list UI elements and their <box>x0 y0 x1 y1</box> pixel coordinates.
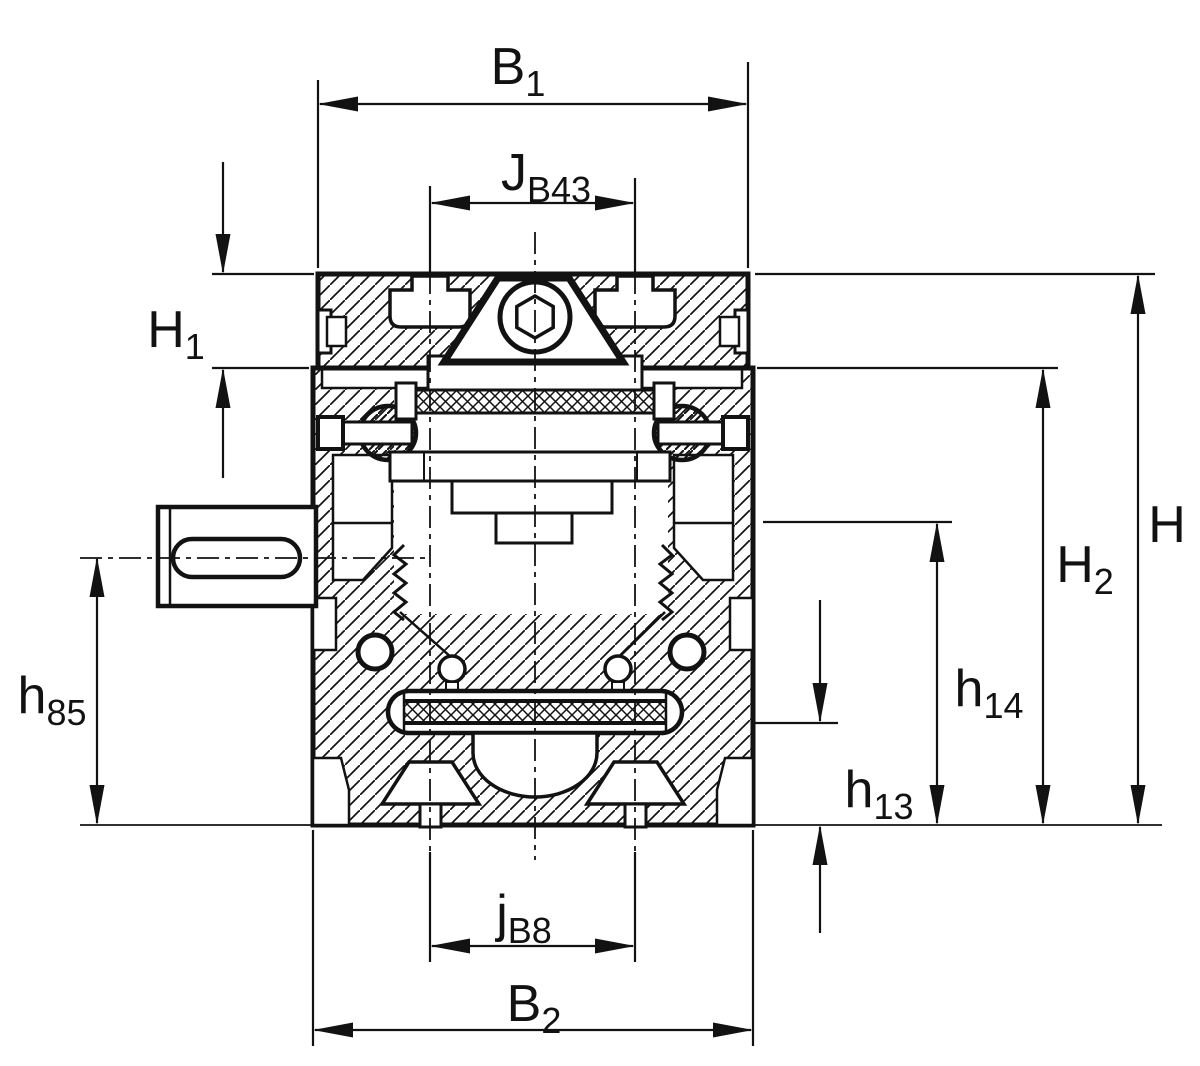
arrow <box>713 1022 753 1038</box>
lube-port-right <box>667 632 707 672</box>
dimension-b2 <box>311 830 755 1046</box>
screw-shaft-right <box>656 420 732 446</box>
foot-notch-right <box>715 756 755 827</box>
grease-nipple-left <box>437 654 467 684</box>
arrow <box>1130 785 1146 825</box>
arrow <box>1035 368 1051 408</box>
arrow <box>215 368 231 408</box>
bottom-t-slots <box>378 731 688 829</box>
label-jb43: JB43 <box>501 144 591 210</box>
screw-shaft-left <box>338 420 414 446</box>
dimension-jb8 <box>428 852 637 962</box>
label-h1: H1 <box>147 301 205 367</box>
nut-hub <box>494 511 574 545</box>
dimension-jb43 <box>428 178 637 272</box>
dimension-h2 <box>757 366 1058 825</box>
edge-notch-right <box>728 596 755 652</box>
label-h14: h14 <box>955 660 1024 726</box>
drive-shaft <box>155 504 319 609</box>
arrow <box>1130 274 1146 314</box>
dimension-labels: B1 JB43 H1 h85 jB8 B2 h13 h14 H2 H <box>18 38 1186 1041</box>
cavity-slope-right <box>617 611 666 659</box>
arrow <box>89 785 105 825</box>
dimension-h <box>755 272 1155 825</box>
dimension-h14 <box>763 520 952 825</box>
arrow <box>313 1022 353 1038</box>
carriage-section <box>315 271 751 392</box>
arrow <box>215 234 231 274</box>
arrow <box>318 96 358 112</box>
arrow <box>1035 785 1051 825</box>
grease-nipple-right <box>603 654 633 684</box>
upper-belt-end-right <box>652 381 676 421</box>
dimension-h1 <box>212 162 314 478</box>
arrow <box>595 938 635 954</box>
arrow <box>812 825 828 865</box>
label-h85: h85 <box>18 667 87 733</box>
arrow <box>595 195 635 211</box>
arrow <box>929 522 945 562</box>
upper-belt-end-left <box>394 381 418 421</box>
foot-notch-left <box>311 756 351 827</box>
lube-port-left <box>355 632 395 672</box>
nut-block <box>450 479 614 515</box>
label-h2: H2 <box>1056 536 1114 602</box>
edge-notch-left <box>311 596 338 652</box>
centerlines <box>80 232 636 860</box>
dimension-b1 <box>316 62 750 268</box>
dimension-h85 <box>89 557 105 825</box>
arrow <box>89 557 105 597</box>
label-b1: B1 <box>491 38 546 104</box>
screw-head-right <box>721 415 750 451</box>
arrow <box>430 938 470 954</box>
nut-plate <box>388 450 672 483</box>
dimension-lines <box>80 62 1162 1046</box>
arrow <box>430 195 470 211</box>
label-h: H <box>1148 496 1186 554</box>
edge-clamp-right-inner <box>718 315 741 348</box>
screw-head-left <box>316 415 345 451</box>
bowl-recess <box>471 731 599 799</box>
arrow <box>812 683 828 723</box>
carriage-internals <box>388 450 675 622</box>
arrow <box>929 785 945 825</box>
label-b2: B2 <box>507 975 562 1041</box>
label-h13: h13 <box>845 761 914 827</box>
side-screw-right <box>651 403 750 463</box>
spline-profile-right <box>657 543 675 622</box>
dimension-h13 <box>755 600 838 933</box>
edge-clamp-left-inner <box>325 315 348 348</box>
cavity-slope-left <box>399 611 453 659</box>
arrow <box>708 96 748 112</box>
label-jb8: jB8 <box>494 885 552 951</box>
